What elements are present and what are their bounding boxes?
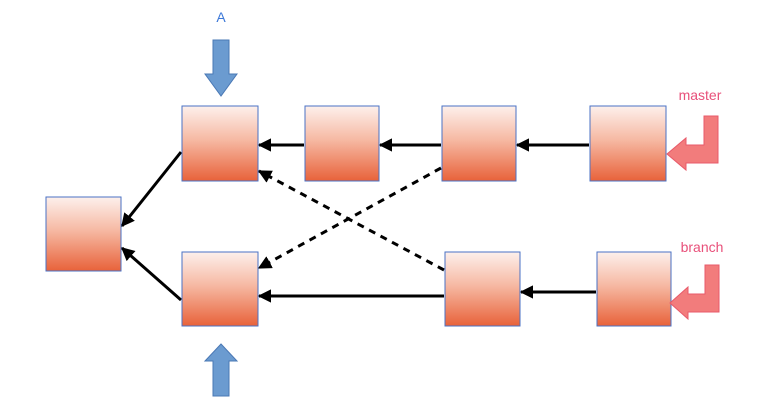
edge-bottom-to-root: [120, 246, 182, 302]
commit-a-label: A: [216, 9, 226, 25]
commit-nodes: [45, 105, 672, 327]
commit-node-bottom-1: [181, 251, 259, 327]
master-label: master: [679, 87, 722, 103]
bent-arrow-left-icon-branch: [669, 264, 720, 321]
commit-node-master: [589, 105, 667, 182]
edges: [120, 138, 596, 303]
commit-node-root: [45, 196, 122, 272]
commit-node-branch: [596, 251, 672, 327]
commit-node-top-3: [441, 105, 517, 182]
branch-label: branch: [681, 239, 724, 255]
bent-arrow-left-icon-master: [666, 115, 719, 172]
ref-pointers: master branch: [666, 87, 724, 321]
commit-pointers: A: [203, 9, 239, 397]
edge-top-to-root: [120, 151, 183, 228]
edge-top3-to-bottom1-dashed: [257, 166, 442, 270]
commit-node-top-2: [304, 105, 380, 182]
block-arrow-down-icon: [204, 39, 238, 97]
block-arrow-up-icon: [203, 343, 239, 397]
commit-node-bottom-2: [444, 251, 521, 327]
edge-bottom2-to-top1-dashed: [257, 169, 445, 272]
commit-node-top-1: [181, 105, 259, 182]
